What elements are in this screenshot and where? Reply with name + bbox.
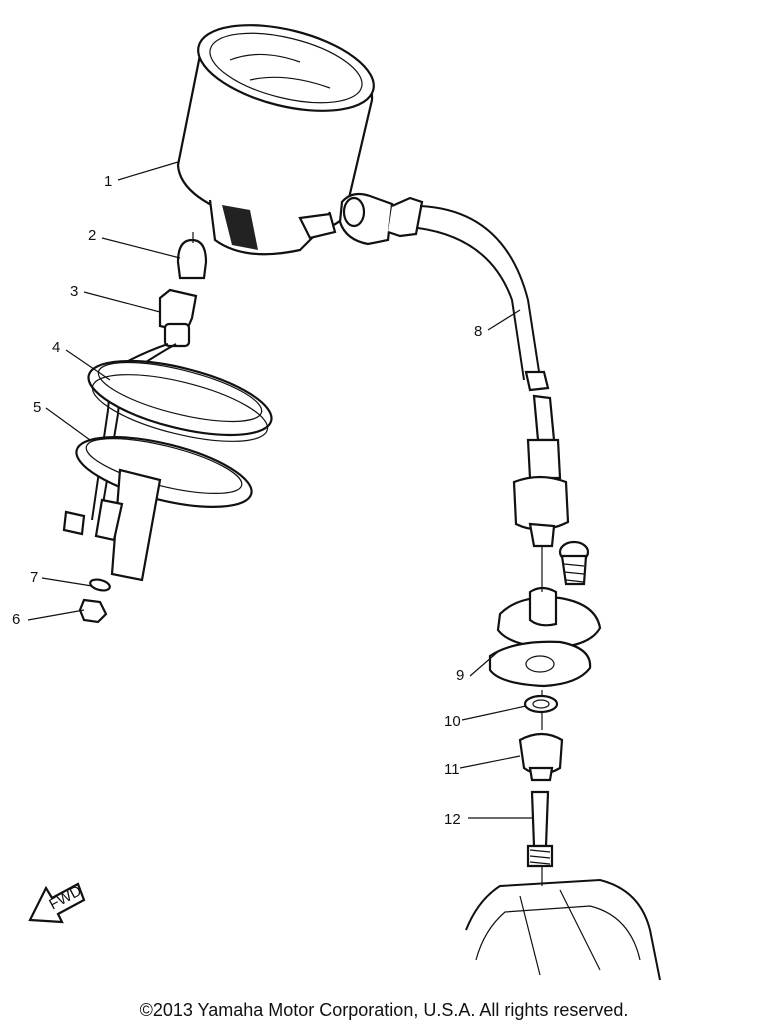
callout-4: 4 — [52, 339, 60, 356]
nut — [78, 598, 108, 624]
fwd-arrow-icon — [28, 882, 86, 924]
drive-housing — [488, 586, 602, 688]
screw — [558, 540, 590, 586]
callout-2: 2 — [88, 227, 96, 244]
callout-8: 8 — [474, 323, 482, 340]
callout-9: 9 — [456, 667, 464, 684]
callout-7: 7 — [30, 569, 38, 586]
callout-6: 6 — [12, 611, 20, 628]
callout-12: 12 — [444, 811, 461, 828]
callout-1: 1 — [104, 173, 112, 190]
drive-gear — [526, 790, 554, 868]
oil-seal — [523, 694, 559, 714]
alignment-lines — [192, 232, 543, 886]
speedometer-gauge — [176, 24, 375, 256]
callout-11: 11 — [444, 761, 460, 778]
speedometer-cable — [338, 192, 570, 548]
callout-leaders — [27, 161, 532, 819]
gauge-gasket — [75, 436, 253, 508]
bulb — [176, 238, 208, 280]
bushing — [518, 732, 564, 782]
copyright-notice: ©2013 Yamaha Motor Corporation, U.S.A. A… — [139, 1000, 629, 1020]
callout-5: 5 — [33, 399, 41, 416]
callout-10: 10 — [444, 713, 461, 730]
parts-diagram: FWD 1 2 3 4 5 6 7 8 9 10 11 12 — [12, 24, 661, 981]
mounting-bracket — [94, 468, 162, 582]
callout-3: 3 — [70, 283, 78, 300]
engine-case — [465, 878, 661, 981]
washer — [89, 578, 111, 592]
